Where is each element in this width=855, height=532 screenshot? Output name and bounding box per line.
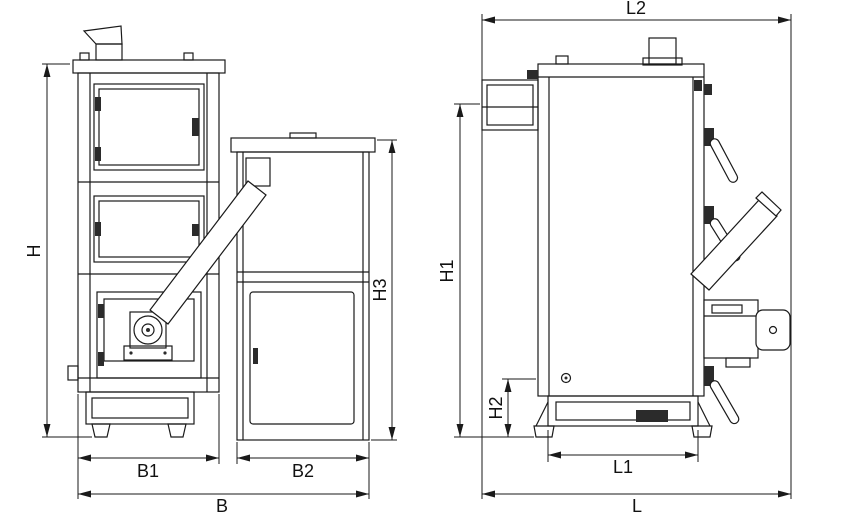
bracket — [694, 80, 702, 91]
dim-label-H3: H3 — [370, 278, 390, 301]
lid-handle — [289, 132, 317, 139]
hinge — [98, 304, 104, 318]
hopper-door — [249, 291, 355, 425]
dim-label-B2: B2 — [292, 461, 314, 481]
door-latch — [192, 118, 199, 136]
hinge — [704, 206, 714, 224]
air-duct — [481, 79, 539, 131]
door-handle — [709, 380, 740, 425]
foot — [533, 425, 555, 438]
burner-bracket — [725, 357, 751, 368]
feeder-auger-tube — [149, 180, 267, 325]
dim-L1 — [547, 430, 699, 462]
foot — [691, 425, 713, 438]
side-body — [537, 63, 705, 397]
hinge — [98, 352, 104, 366]
base-opening — [636, 410, 668, 422]
side-view-boiler — [481, 37, 791, 438]
motor-cap — [768, 325, 778, 335]
dim-label-H1: H1 — [437, 259, 457, 282]
dim-label-H: H — [24, 245, 44, 258]
hinge — [704, 366, 714, 386]
burner-door-inner — [103, 298, 195, 362]
burner-sight-glass — [133, 315, 163, 345]
middle-door — [93, 195, 205, 263]
dim-H3 — [371, 139, 397, 441]
bracket — [527, 70, 538, 79]
burner-flange — [129, 311, 167, 349]
dim-H1 — [454, 103, 534, 438]
dim-B1 — [77, 394, 220, 499]
dim-label-L1: L1 — [613, 457, 633, 477]
middle-door-inner — [98, 200, 200, 258]
dim-H2 — [502, 378, 536, 437]
drain-valve-dot — [564, 376, 568, 380]
front-view-boiler — [67, 25, 226, 438]
top-cap-left — [79, 52, 90, 61]
dim-label-L: L — [632, 496, 642, 516]
hopper-body — [236, 151, 370, 441]
door-handle — [709, 138, 739, 183]
auger-tube — [149, 180, 267, 325]
dim-label-H2: H2 — [486, 396, 506, 419]
hinge — [95, 147, 101, 161]
burner-door — [96, 291, 202, 379]
foot — [91, 423, 111, 438]
screw — [163, 351, 167, 355]
side-chimney — [648, 37, 677, 65]
top-plate — [72, 59, 226, 74]
dim-label-B: B — [216, 496, 228, 516]
chimney-neck — [95, 43, 123, 61]
hopper-door-handle — [253, 348, 258, 364]
burner-motor — [755, 309, 791, 351]
boiler-base — [85, 391, 195, 425]
burner-sight-glass-inner — [141, 323, 155, 337]
dim-B2 — [236, 442, 370, 499]
top-cap — [555, 55, 569, 65]
top-cap-right — [183, 52, 194, 61]
base-brace — [697, 401, 711, 427]
upper-door-inner — [98, 88, 200, 166]
front-view-pellet-hopper — [230, 132, 376, 441]
air-duct-inner — [486, 84, 534, 126]
dimension-lines — [42, 14, 792, 499]
foot — [167, 423, 187, 438]
side-base — [547, 395, 699, 427]
burner-unit-detail — [711, 304, 743, 314]
dimension-labels: H B1 B2 B H3 L2 H1 H2 L1 L — [24, 0, 646, 516]
burner-center-dot — [146, 328, 150, 332]
hinge — [704, 84, 712, 95]
door-latch — [192, 224, 199, 236]
hopper-lid — [230, 137, 376, 153]
side-feeder-tube — [690, 199, 778, 291]
pipe-stub — [67, 365, 79, 381]
dim-L2 — [481, 14, 792, 499]
hinge — [95, 97, 101, 111]
side-chimney-flange — [642, 57, 683, 66]
upper-door — [93, 83, 205, 171]
feed-throat — [245, 157, 271, 187]
base-brace — [535, 401, 549, 427]
drain-valve — [560, 372, 572, 384]
chimney-spout — [82, 25, 123, 45]
side-base-inner — [555, 401, 691, 421]
dim-H — [42, 63, 92, 438]
side-feeder-tube-cap — [755, 191, 782, 217]
ash-plate — [123, 345, 173, 361]
dim-label-B1: B1 — [137, 461, 159, 481]
dim-label-L2: L2 — [626, 0, 646, 18]
hinge — [95, 222, 101, 236]
hinge — [704, 128, 714, 146]
boiler-base-inner — [91, 397, 189, 419]
screw — [129, 351, 133, 355]
